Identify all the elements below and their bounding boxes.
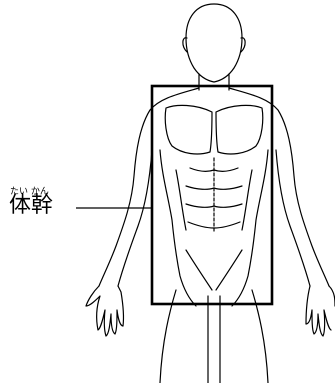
head-outline [186, 4, 242, 82]
chest-right [216, 105, 263, 154]
chest-left [165, 105, 212, 154]
left-hand [86, 286, 123, 336]
right-hand [306, 286, 335, 336]
label-text: 体幹 [9, 195, 53, 217]
oblique-left [176, 170, 186, 230]
pelvis-right [216, 250, 242, 290]
pelvis-left [186, 250, 212, 290]
left-arm-outer [99, 88, 199, 286]
right-arm-outer [229, 88, 329, 286]
oblique-right [242, 170, 252, 230]
torso-left-side [160, 150, 196, 306]
crotch [208, 296, 220, 383]
torso-right-side [232, 150, 268, 306]
